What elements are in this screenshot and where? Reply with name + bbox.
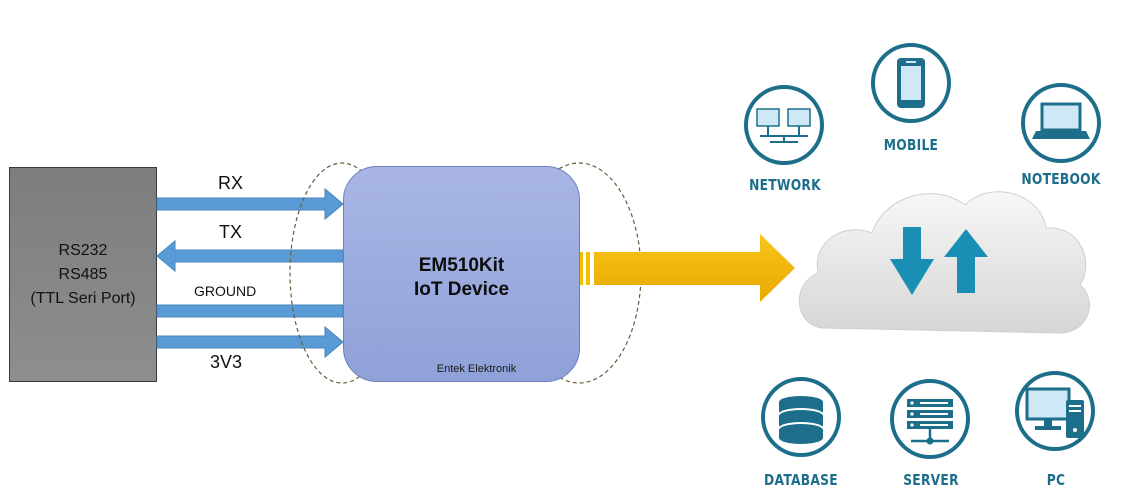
iot-device-box: EM510Kit IoT Device Entek Elektronik (343, 166, 580, 382)
download-arrow-icon (890, 227, 934, 295)
network-icon (744, 85, 824, 165)
database-icon (761, 377, 841, 457)
v33-arrow (156, 325, 344, 359)
ground-line (156, 304, 344, 318)
device-brand: Entek Elektronik (436, 363, 517, 375)
server-label: SERVER (903, 471, 959, 489)
serial-line-rs485: RS485 (58, 265, 108, 283)
tx-label: TX (219, 222, 243, 242)
database-label: DATABASE (764, 471, 838, 489)
ground-label: GROUND (194, 283, 257, 299)
v33-label: 3V3 (210, 352, 243, 372)
device-title-line2: IoT Device (413, 279, 510, 300)
pc-label: PC (1046, 471, 1066, 489)
rx-label: RX (218, 173, 244, 193)
serial-line-ttl: (TTL Seri Port) (30, 289, 136, 307)
notebook-label: NOTEBOOK (1021, 170, 1101, 188)
server-icon (890, 379, 970, 459)
device-title-line1: EM510Kit (418, 255, 505, 276)
cloud-icon (798, 191, 1090, 334)
pc-icon (1015, 371, 1095, 451)
tx-arrow (156, 239, 344, 273)
notebook-icon (1021, 83, 1101, 163)
rx-arrow (156, 187, 344, 221)
upload-arrow-icon (944, 229, 988, 293)
mobile-label: MOBILE (883, 136, 939, 154)
data-arrow (580, 234, 795, 302)
mobile-icon (871, 43, 951, 123)
serial-port-box: RS232 RS485 (TTL Seri Port) (9, 167, 157, 382)
network-label: NETWORK (749, 176, 821, 194)
serial-line-rs232: RS232 (58, 241, 108, 259)
